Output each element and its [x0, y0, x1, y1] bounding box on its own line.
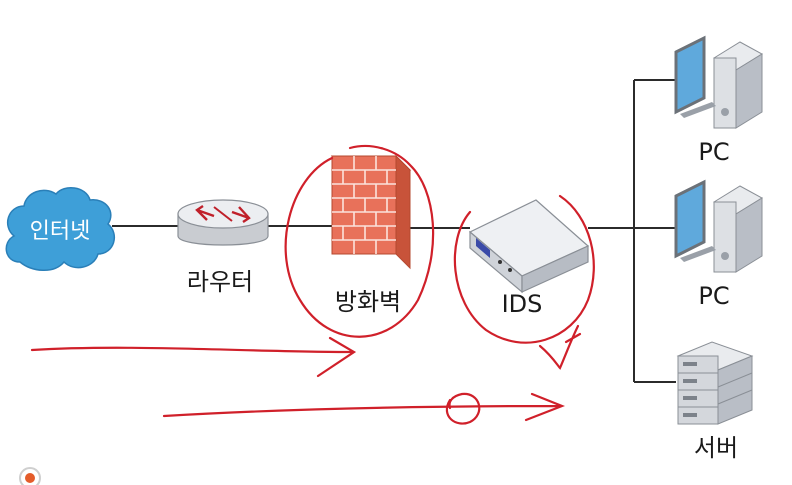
ids-label: IDS [502, 290, 543, 318]
arrow-two [162, 392, 565, 422]
desktop-pc-icon [674, 179, 763, 273]
pc1-node: PC [674, 35, 763, 166]
server-node: 서버 [676, 341, 754, 462]
appliance-icon [468, 199, 590, 294]
arrow-one [30, 336, 357, 378]
router-node: 라우터 [177, 199, 269, 296]
internet-node: 인터넷 [5, 187, 116, 271]
pc2-label: PC [698, 282, 729, 310]
ids-circle [453, 194, 595, 344]
server-label: 서버 [694, 434, 738, 462]
record-indicator-icon [19, 467, 41, 485]
internet-label: 인터넷 [30, 219, 91, 244]
router-label: 라우터 [187, 268, 253, 296]
brick-wall-icon [330, 154, 412, 270]
network-links [112, 79, 676, 383]
cloud-icon [5, 187, 116, 271]
ids-node: IDS [468, 199, 590, 318]
pc1-label: PC [698, 138, 729, 166]
firewall-label: 방화벽 [335, 288, 401, 316]
desktop-pc-icon [674, 35, 763, 129]
handwritten-annotations [30, 144, 595, 425]
check-mark [538, 324, 582, 370]
loop-mark [445, 392, 481, 425]
server-rack-icon [676, 341, 754, 425]
firewall-circle [284, 144, 435, 338]
firewall-node: 방화벽 [330, 154, 412, 316]
pc2-node: PC [674, 179, 763, 310]
router-icon [177, 199, 269, 246]
